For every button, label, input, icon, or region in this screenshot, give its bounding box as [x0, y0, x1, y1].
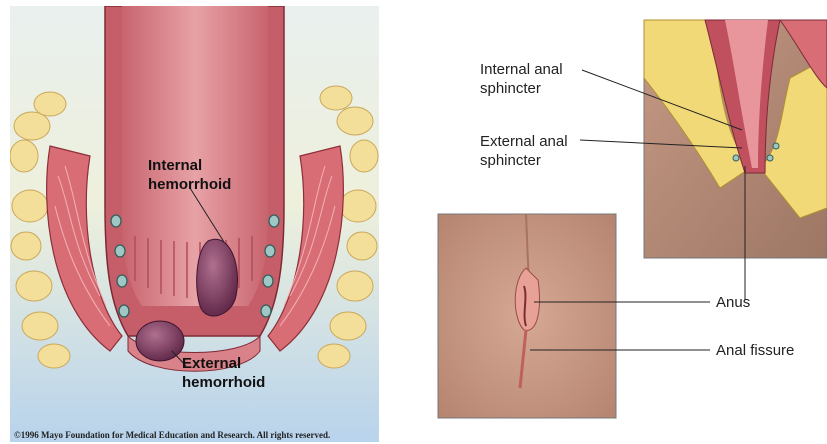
external-anal-sphincter-label-line2: sphincter — [480, 151, 568, 170]
internal-anal-sphincter-label-line1: Internal anal — [480, 60, 563, 79]
copyright-notice: ©1996 Mayo Foundation for Medical Educat… — [14, 430, 330, 440]
internal-hemorrhoid-label-line2: hemorrhoid — [148, 175, 231, 194]
skin-photo-inset — [438, 214, 616, 418]
internal-anal-sphincter-label-line2: sphincter — [480, 79, 563, 98]
anal-fissure-label: Anal fissure — [716, 341, 794, 360]
cross-section-inset — [644, 20, 827, 258]
hemorrhoid-illustration: Internal hemorrhoid External hemorrhoid … — [10, 6, 379, 442]
external-hemorrhoid-shape — [136, 321, 184, 361]
internal-hemorrhoid-shape — [197, 239, 238, 316]
internal-anal-sphincter-label: Internal anal sphincter — [480, 60, 563, 98]
external-anal-sphincter-label: External anal sphincter — [480, 132, 568, 170]
internal-hemorrhoid-label-line1: Internal — [148, 156, 231, 175]
external-hemorrhoid-label-line2: hemorrhoid — [182, 373, 265, 392]
internal-hemorrhoid-label: Internal hemorrhoid — [148, 156, 231, 194]
external-anal-sphincter-label-line1: External anal — [480, 132, 568, 151]
external-hemorrhoid-label: External hemorrhoid — [182, 354, 265, 392]
external-hemorrhoid-label-line1: External — [182, 354, 265, 373]
anus-label: Anus — [716, 293, 750, 312]
anal-fissure-illustration: Internal anal sphincter External anal sp… — [420, 18, 827, 428]
